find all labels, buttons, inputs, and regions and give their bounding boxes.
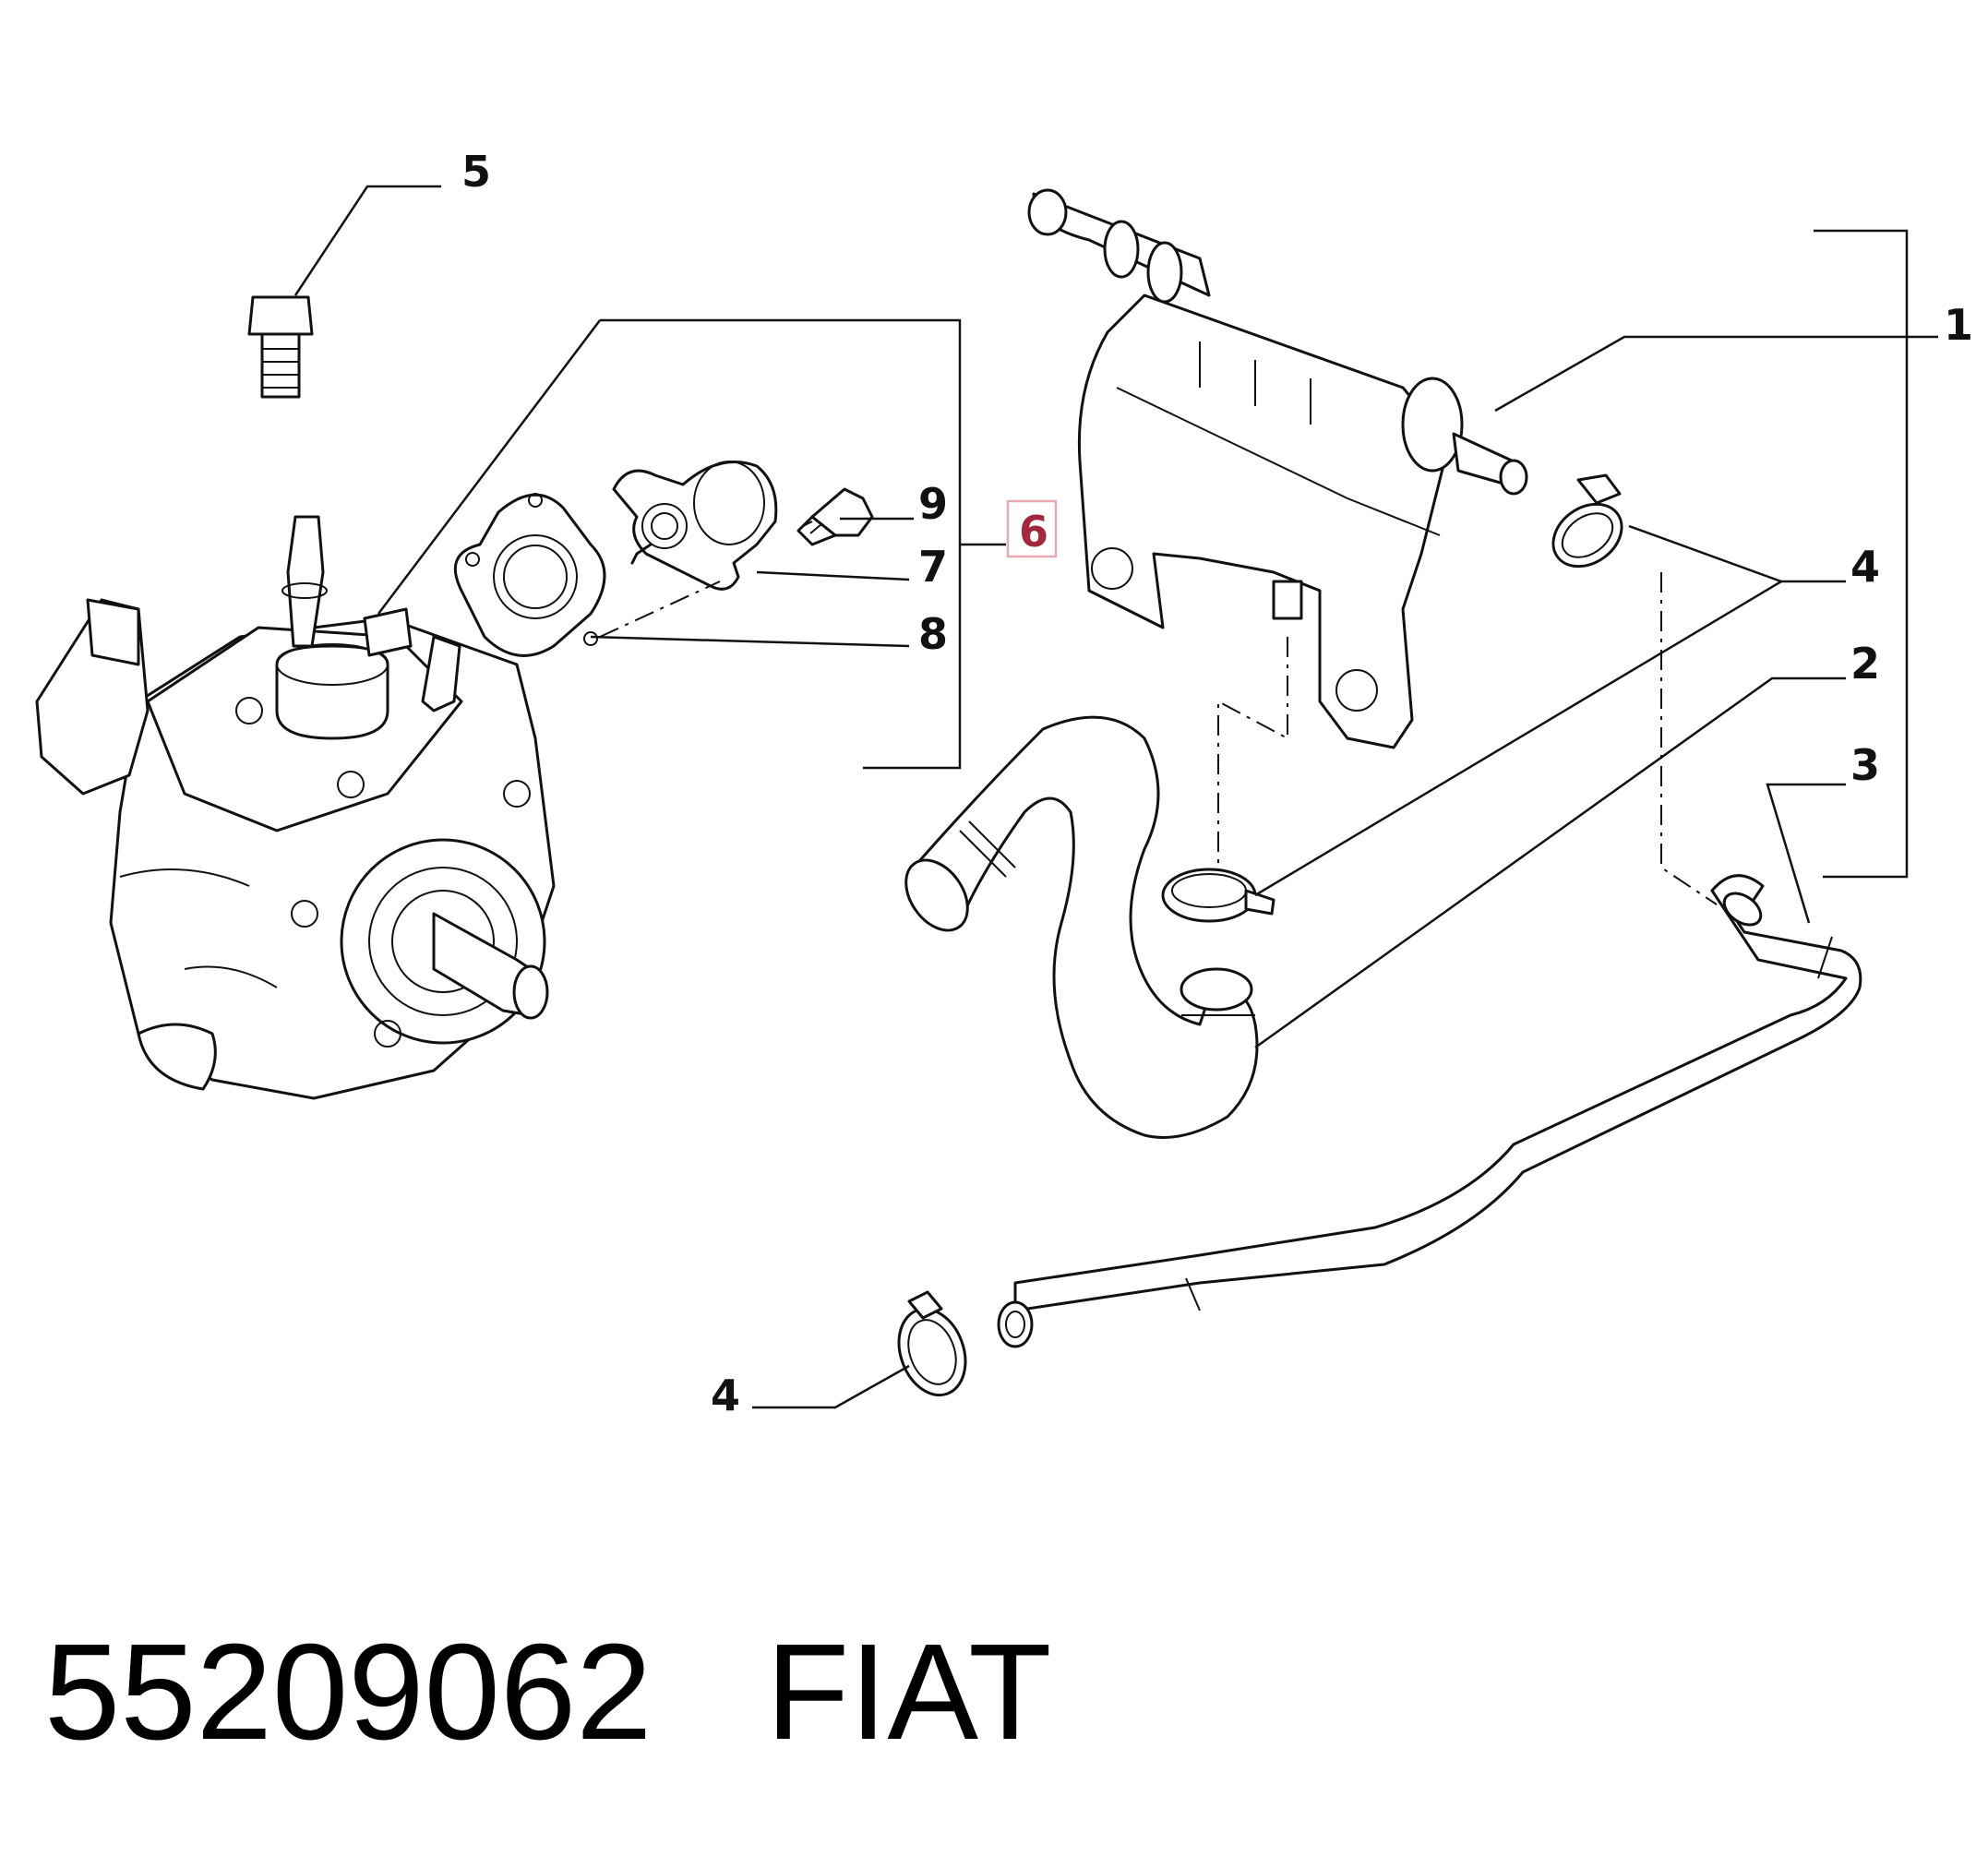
callout-6-highlight-box bbox=[1006, 499, 1058, 558]
leader-4-middle bbox=[1254, 580, 1782, 897]
pressure-regulator-assembly bbox=[377, 318, 1006, 770]
leader-2 bbox=[1254, 677, 1846, 1049]
leader-4-lower bbox=[752, 1364, 910, 1409]
brand-name: FIAT bbox=[765, 1616, 1052, 1768]
callout-2: 2 bbox=[1850, 639, 1880, 689]
callout-7: 7 bbox=[918, 542, 948, 592]
leader-3 bbox=[1766, 783, 1846, 924]
callout-8: 8 bbox=[918, 609, 948, 659]
hose-clamp-middle bbox=[1161, 868, 1275, 923]
part-caption: 55209062 FIAT bbox=[44, 1624, 1052, 1761]
callout-6: 6 bbox=[1019, 507, 1048, 557]
callout-3: 3 bbox=[1850, 740, 1880, 790]
fuel-housing-part-1 bbox=[1027, 188, 1938, 905]
callout-5: 5 bbox=[461, 147, 491, 197]
callout-4-upper: 4 bbox=[1850, 542, 1880, 592]
hose-clamp-upper bbox=[1551, 473, 1623, 569]
bolt-part-5 bbox=[247, 185, 441, 399]
hose-clamp-lower bbox=[897, 1290, 967, 1397]
callout-9: 9 bbox=[918, 479, 948, 529]
high-pressure-pump bbox=[35, 515, 556, 1100]
pipe-part-3 bbox=[997, 874, 1862, 1348]
hose-part-2 bbox=[904, 715, 1259, 1139]
callout-1: 1 bbox=[1944, 300, 1973, 350]
callout-4-lower: 4 bbox=[711, 1371, 740, 1420]
part-number: 55209062 bbox=[44, 1616, 653, 1768]
